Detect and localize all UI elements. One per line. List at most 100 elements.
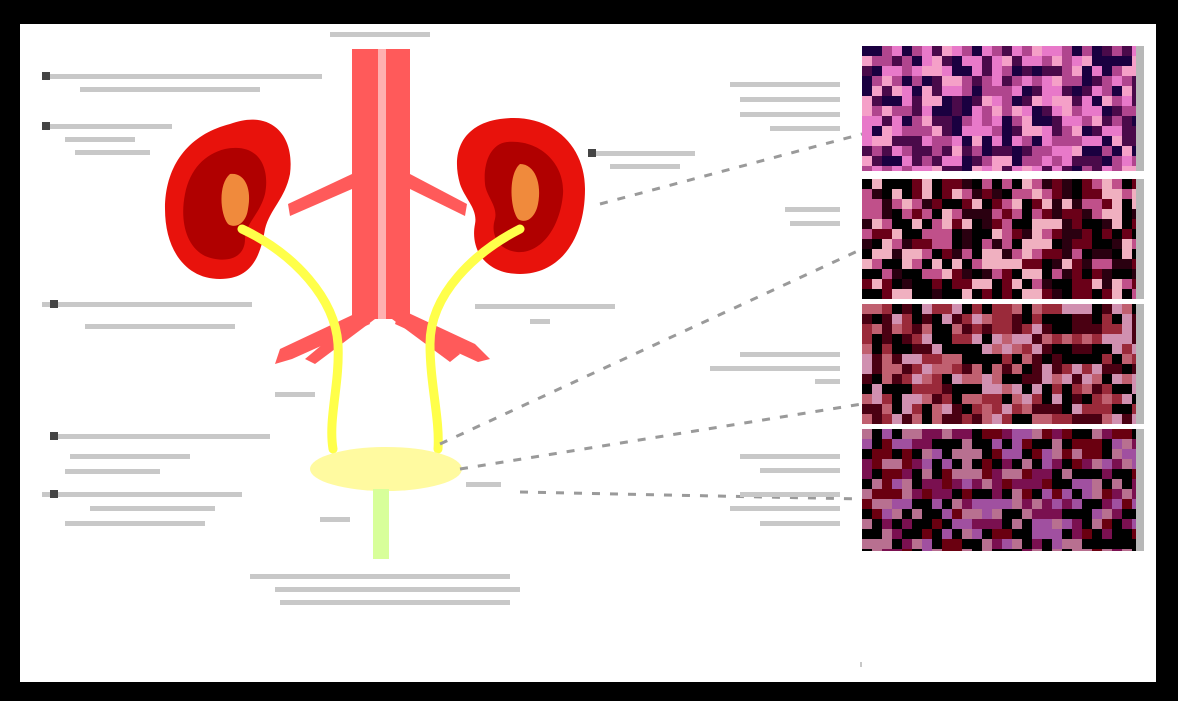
tissue-pixel	[1092, 156, 1102, 166]
tissue-pixel	[892, 46, 902, 56]
tissue-pixel	[952, 414, 962, 424]
tissue-pixel	[862, 414, 872, 424]
tissue-pixel	[1052, 289, 1062, 299]
tissue-pixel	[1082, 136, 1092, 146]
tissue-pixel	[962, 519, 972, 529]
tissue-pixel	[1022, 439, 1032, 449]
tissue-pixel	[872, 66, 882, 76]
tissue-pixel	[1022, 404, 1032, 414]
tissue-pixel	[862, 166, 872, 171]
tissue-pixel	[1032, 414, 1042, 424]
tissue-pixel	[972, 126, 982, 136]
tissue-pixel	[972, 449, 982, 459]
tissue-pixel	[1092, 209, 1102, 219]
tissue-pixel	[922, 489, 932, 499]
tissue-pixel	[992, 199, 1002, 209]
tissue-pixel	[1092, 519, 1102, 529]
tissue-pixel	[882, 429, 892, 439]
tissue-pixel	[962, 459, 972, 469]
tissue-pixel	[1032, 539, 1042, 549]
tissue-pixel	[1122, 324, 1132, 334]
tissue-pixel	[952, 334, 962, 344]
tissue-pixel	[982, 344, 992, 354]
tissue-pixel	[1002, 219, 1012, 229]
tissue-pixel	[1072, 529, 1082, 539]
tissue-pixel	[1062, 46, 1072, 56]
tissue-pixel	[902, 394, 912, 404]
tissue-pixel	[1012, 539, 1022, 549]
tissue-pixel	[882, 279, 892, 289]
tissue-pixel	[992, 304, 1002, 314]
tissue-pixel	[1012, 344, 1022, 354]
tissue-pixel	[1002, 304, 1012, 314]
tissue-pixel	[1082, 46, 1092, 56]
tissue-pixel	[1072, 344, 1082, 354]
tissue-pixel	[1062, 374, 1072, 384]
tissue-pixel	[1042, 199, 1052, 209]
tissue-pixel	[902, 259, 912, 269]
tissue-pixel	[872, 449, 882, 459]
tissue-pixel	[1102, 364, 1112, 374]
tissue-pixel	[882, 314, 892, 324]
tissue-pixel	[912, 364, 922, 374]
urinary-bladder	[310, 447, 462, 559]
tissue-pixel	[872, 136, 882, 146]
tissue-pixel	[1082, 384, 1092, 394]
tissue-pixel	[862, 499, 872, 509]
tissue-pixel	[862, 489, 872, 499]
tissue-pixel	[1022, 76, 1032, 86]
tissue-pixel	[972, 404, 982, 414]
tissue-pixel	[892, 314, 902, 324]
tissue-pixel	[1032, 46, 1042, 56]
tissue-pixel	[922, 146, 932, 156]
tissue-pixel	[1072, 156, 1082, 166]
tissue-pixel	[942, 209, 952, 219]
tissue-pixel	[932, 414, 942, 424]
tissue-pixel	[912, 239, 922, 249]
tissue-pixel	[912, 209, 922, 219]
tissue-pixel	[932, 229, 942, 239]
tissue-pixel	[882, 489, 892, 499]
tissue-pixel	[892, 529, 902, 539]
tissue-pixel	[942, 146, 952, 156]
tissue-pixel	[872, 459, 882, 469]
tissue-pixel	[1022, 156, 1032, 166]
tissue-pixel	[1062, 96, 1072, 106]
tissue-pixel	[1102, 146, 1112, 156]
tissue-pixel	[952, 179, 962, 189]
tissue-pixel	[932, 449, 942, 459]
tissue-pixel	[1122, 106, 1132, 116]
tissue-pixel	[882, 499, 892, 509]
tissue-pixel	[1062, 499, 1072, 509]
tissue-pixel	[1052, 209, 1062, 219]
tissue-pixel	[992, 334, 1002, 344]
tissue-pixel	[1002, 106, 1012, 116]
tissue-pixel	[902, 414, 912, 424]
tissue-pixel	[1072, 459, 1082, 469]
tissue-pixel	[1082, 116, 1092, 126]
tissue-pixel	[1062, 519, 1072, 529]
tissue-pixel	[1052, 219, 1062, 229]
tissue-pixel	[872, 384, 882, 394]
tissue-pixel	[962, 414, 972, 424]
tissue-pixel	[1112, 146, 1122, 156]
tissue-pixel	[1062, 156, 1072, 166]
tissue-pixel	[862, 136, 872, 146]
tissue-pixel	[982, 404, 992, 414]
tissue-pixel	[972, 394, 982, 404]
tissue-pixel	[982, 269, 992, 279]
tissue-pixel	[1012, 469, 1022, 479]
tissue-pixel	[1012, 259, 1022, 269]
tissue-pixel	[942, 469, 952, 479]
tissue-pixel	[992, 156, 1002, 166]
tissue-pixel	[972, 279, 982, 289]
tissue-pixel	[972, 76, 982, 86]
tissue-pixel	[902, 354, 912, 364]
tissue-pixel	[1012, 126, 1022, 136]
tissue-pixel	[1072, 209, 1082, 219]
tissue-pixel	[922, 116, 932, 126]
tissue-pixel	[922, 239, 932, 249]
tissue-pixel	[922, 479, 932, 489]
tissue-pixel	[1092, 56, 1102, 66]
tissue-pixel	[982, 96, 992, 106]
